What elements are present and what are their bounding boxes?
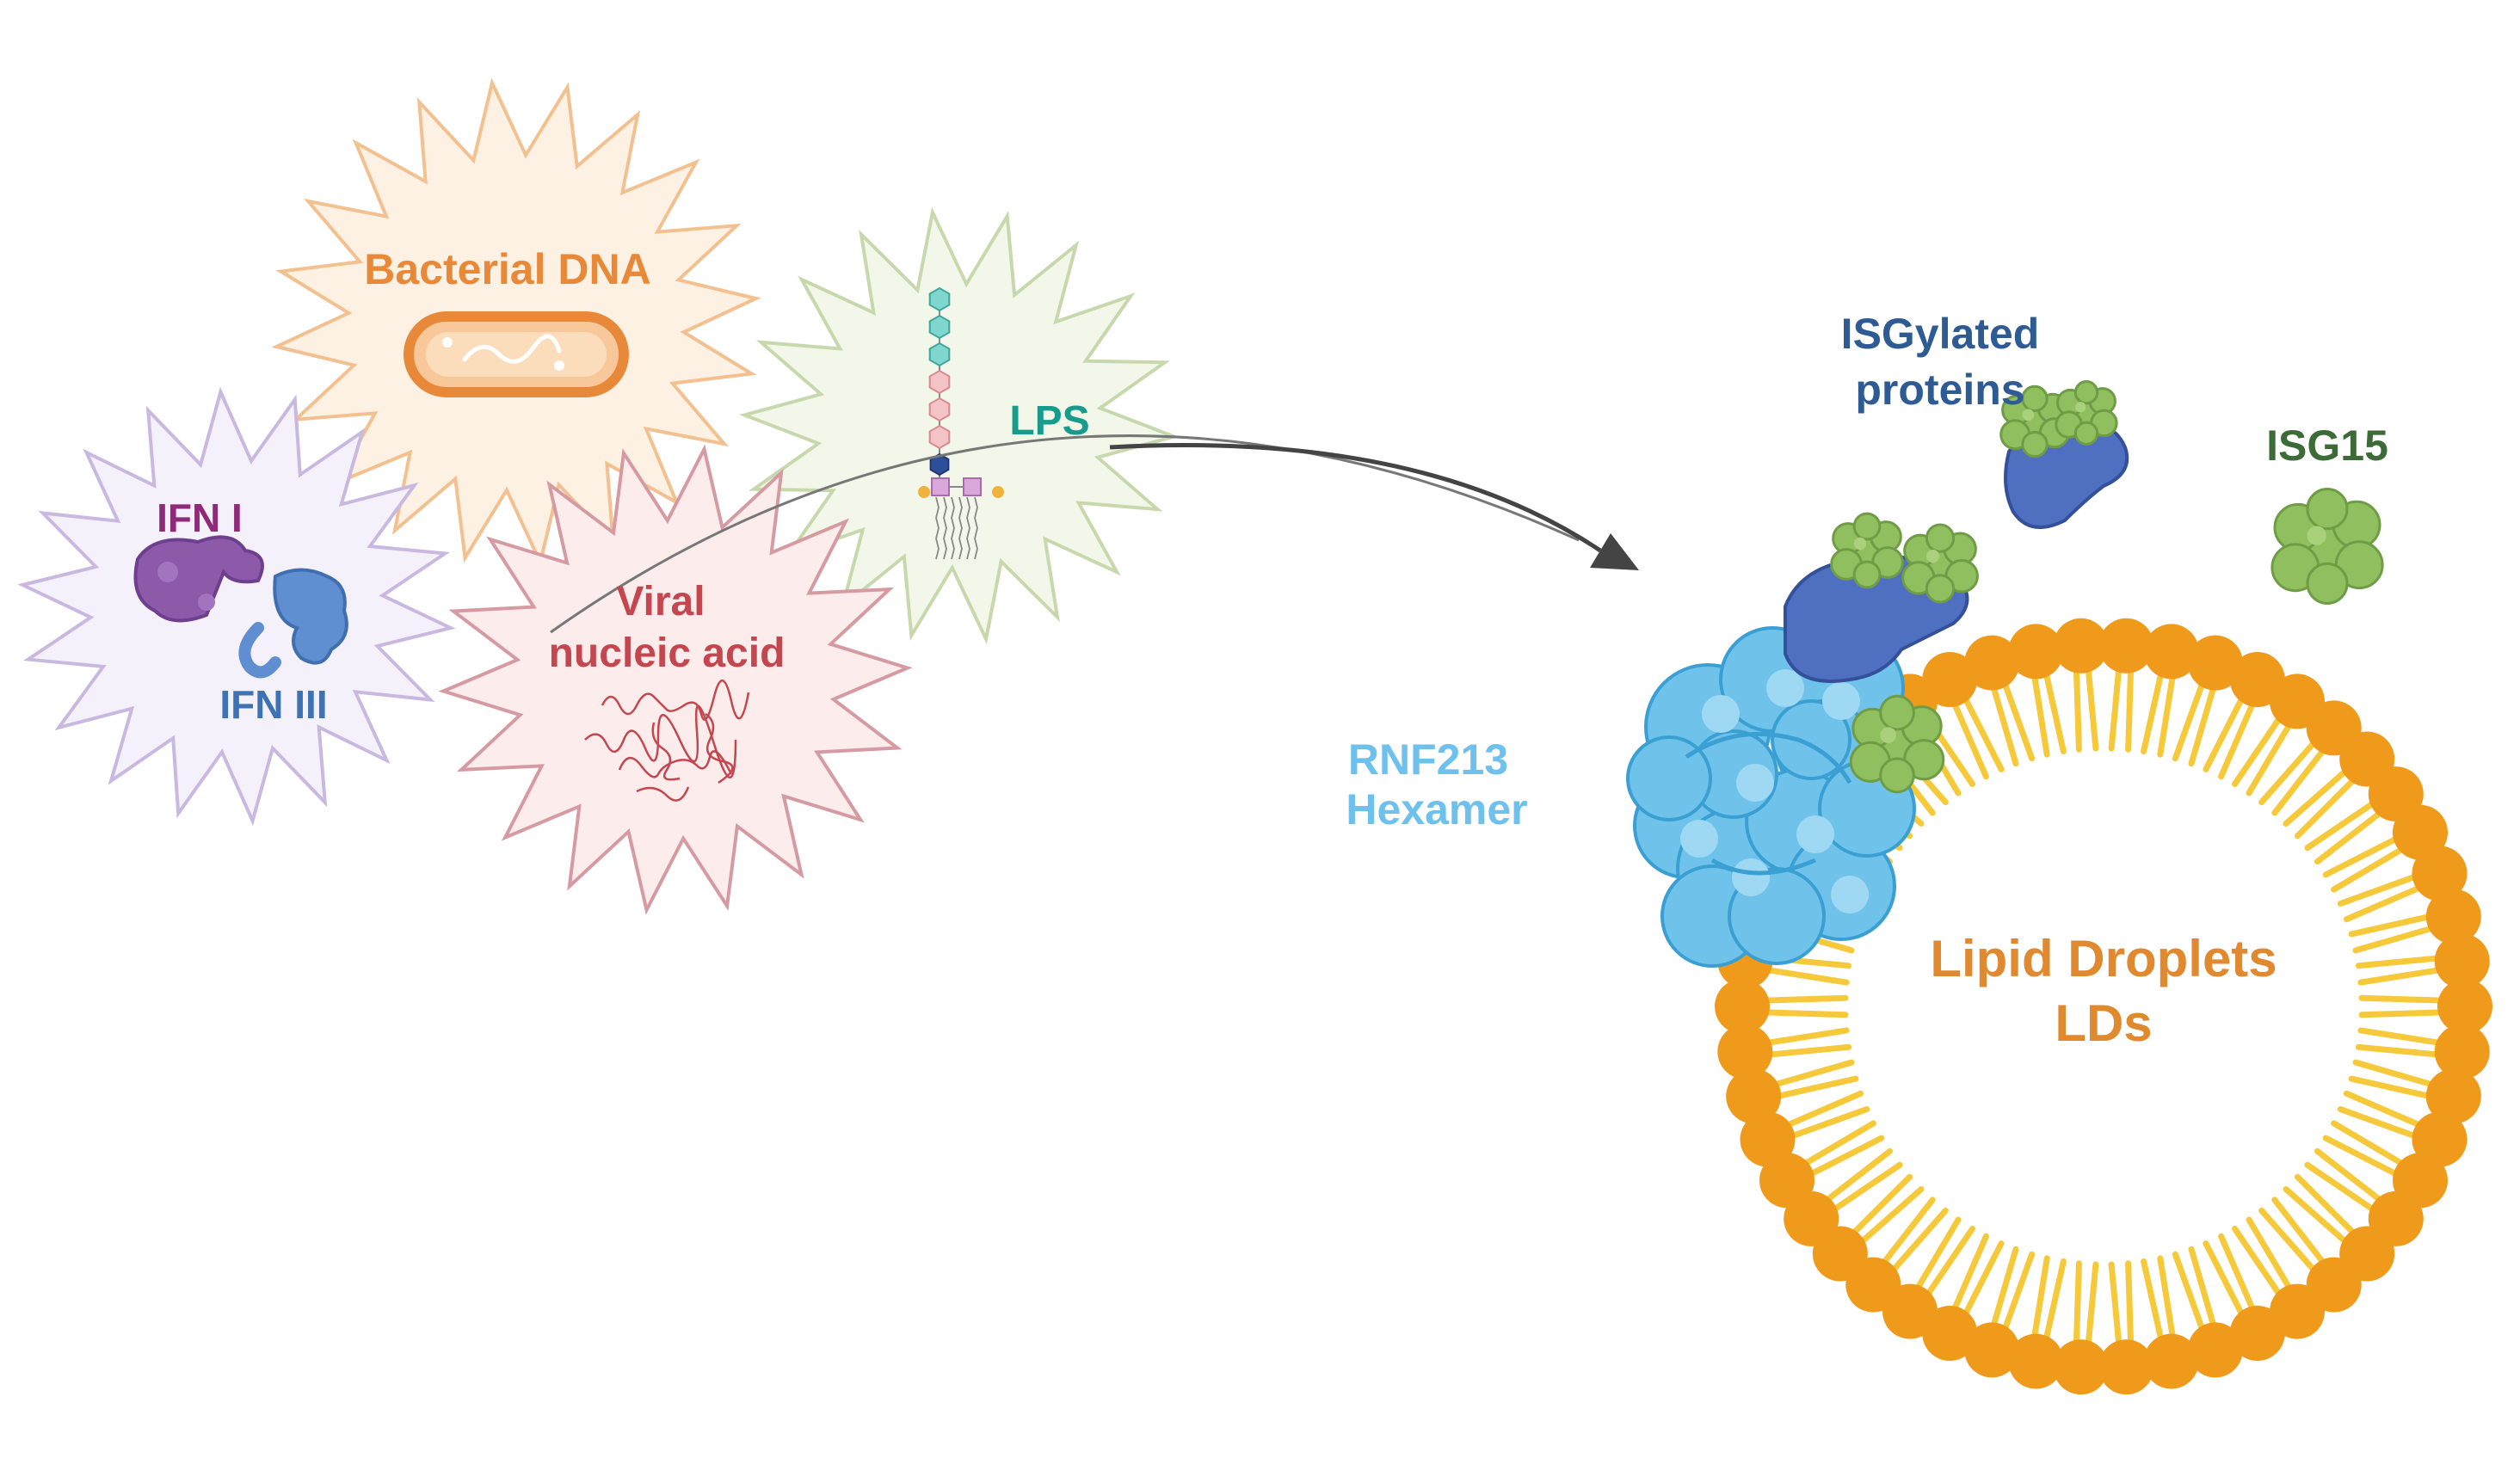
ifn-starburst: [17, 386, 456, 827]
label-isg15: ISG15: [2266, 421, 2388, 470]
label-rnf213-line1: RNF213: [1348, 735, 1508, 784]
lps-starburst: [738, 206, 1180, 645]
label-lipid-droplets-line1: Lipid Droplets: [1930, 930, 2277, 987]
label-viral-line2: nucleic acid: [549, 631, 786, 676]
label-ifn-iii: IFN III: [219, 682, 327, 727]
label-rnf213-line2: Hexamer: [1346, 785, 1527, 834]
label-ifn-i: IFN I: [157, 495, 243, 540]
label-isgylated-line1: ISGylated: [1841, 310, 2040, 358]
bacterium-icon: [404, 311, 629, 397]
label-lipid-droplets-line2: LDs: [2055, 994, 2152, 1052]
viral-nucleic-acid-icon: [584, 679, 750, 802]
label-lps: LPS: [1009, 398, 1089, 444]
label-viral-line1: Viral: [616, 579, 705, 624]
rnf213-hexamer-icon: [1626, 626, 1916, 968]
label-bacterial-dna: Bacterial DNA: [364, 245, 650, 293]
signal-arrow: [550, 434, 1639, 634]
ifn-iii-protein-icon: [238, 568, 348, 679]
viral-nucleic-acid-starburst: [438, 444, 913, 915]
label-isgylated-line2: proteins: [1855, 366, 2024, 414]
isg15-protein-icons: [1830, 380, 2384, 794]
lps-molecule-icon: [918, 286, 1004, 560]
ifn-i-protein-icon: [133, 535, 264, 623]
